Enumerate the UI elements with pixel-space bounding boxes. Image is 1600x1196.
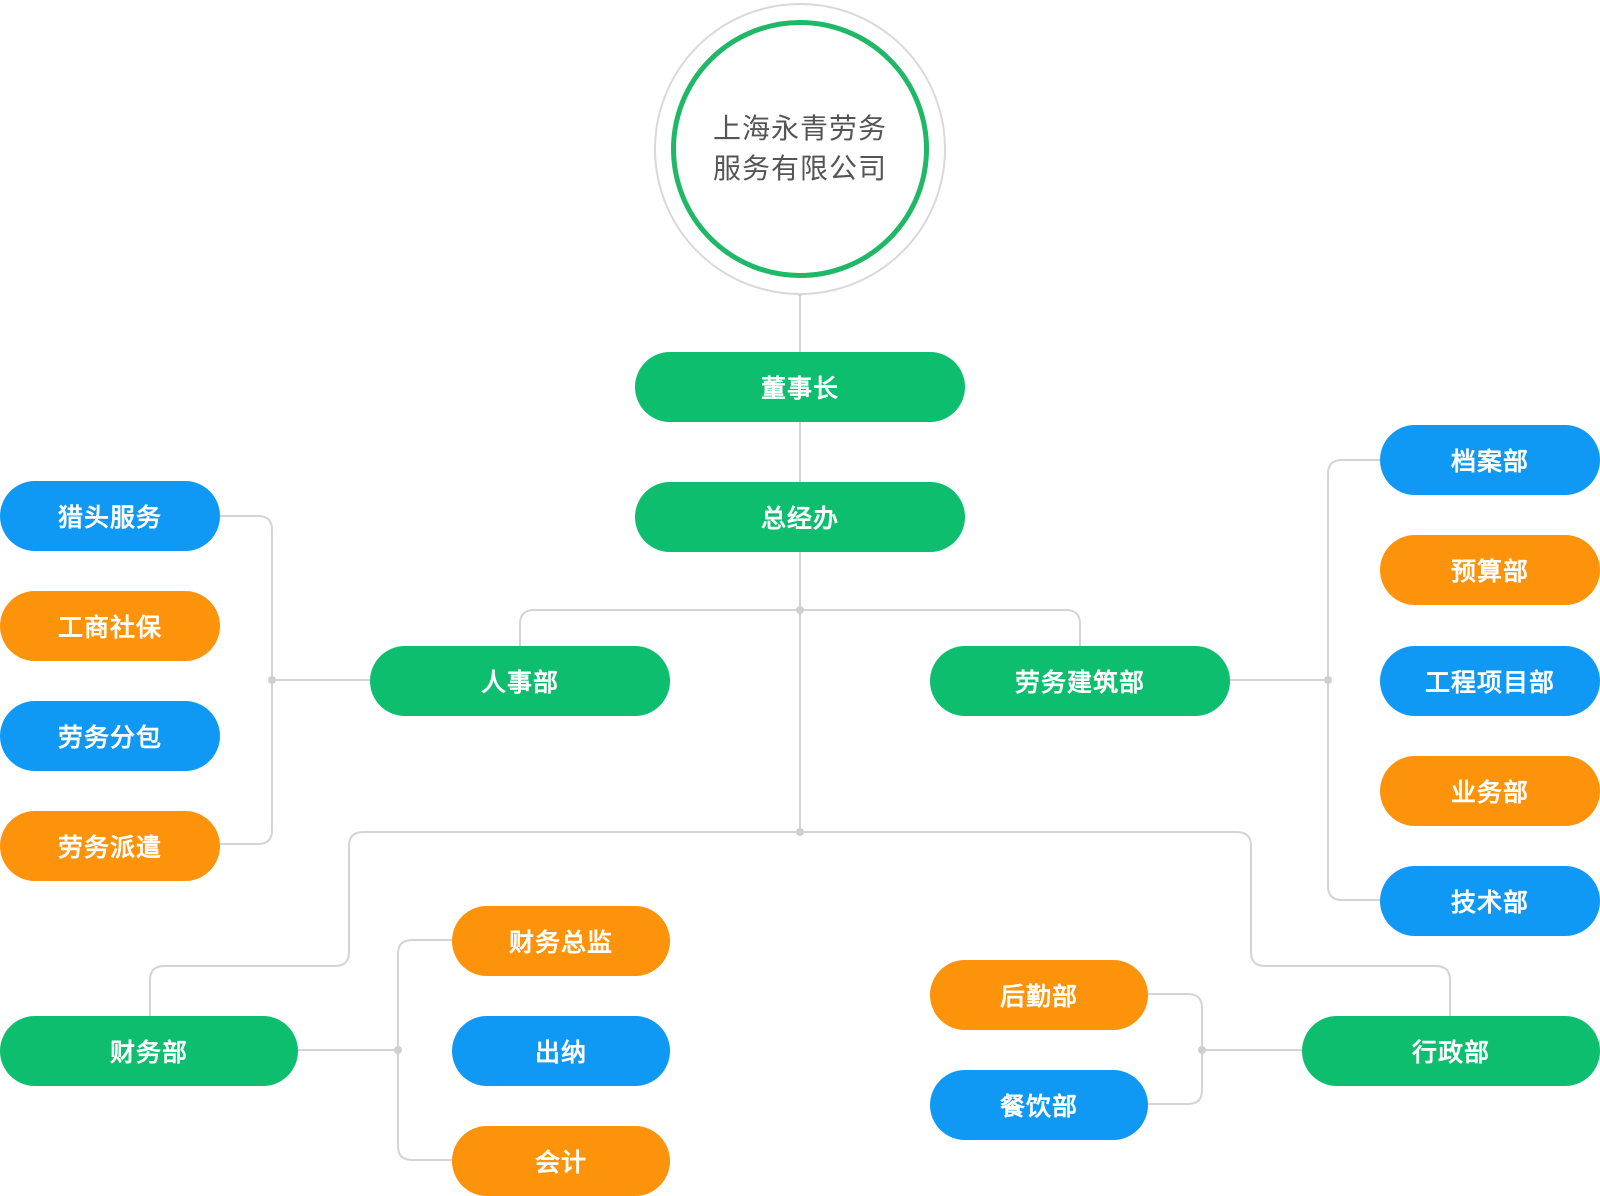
node-labor-construction[interactable]: 劳务建筑部 — [930, 646, 1230, 716]
node-business-social[interactable]: 工商社保 — [0, 591, 220, 661]
node-finance[interactable]: 财务部 — [0, 1016, 298, 1086]
node-project[interactable]: 工程项目部 — [1380, 646, 1600, 716]
root-title-line1: 上海永青劳务 — [712, 112, 887, 145]
node-labor-dispatch[interactable]: 劳务派遣 — [0, 811, 220, 881]
node-hr[interactable]: 人事部 — [370, 646, 670, 716]
node-headhunting[interactable]: 猎头服务 — [0, 481, 220, 551]
node-archives[interactable]: 档案部 — [1380, 425, 1600, 495]
node-admin[interactable]: 行政部 — [1302, 1016, 1600, 1086]
node-technical[interactable]: 技术部 — [1380, 866, 1600, 936]
node-cashier[interactable]: 出纳 — [452, 1016, 670, 1086]
node-catering[interactable]: 餐饮部 — [930, 1070, 1148, 1140]
node-accounting[interactable]: 会计 — [452, 1126, 670, 1196]
root-node[interactable]: 上海永青劳务 服务有限公司 — [671, 20, 929, 278]
node-business[interactable]: 业务部 — [1380, 756, 1600, 826]
node-logistics[interactable]: 后勤部 — [930, 960, 1148, 1030]
node-gm-office[interactable]: 总经办 — [635, 482, 965, 552]
node-finance-director[interactable]: 财务总监 — [452, 906, 670, 976]
root-title-line2: 服务有限公司 — [712, 152, 887, 185]
node-budget[interactable]: 预算部 — [1380, 535, 1600, 605]
node-chairman[interactable]: 董事长 — [635, 352, 965, 422]
node-labor-subcontract[interactable]: 劳务分包 — [0, 701, 220, 771]
